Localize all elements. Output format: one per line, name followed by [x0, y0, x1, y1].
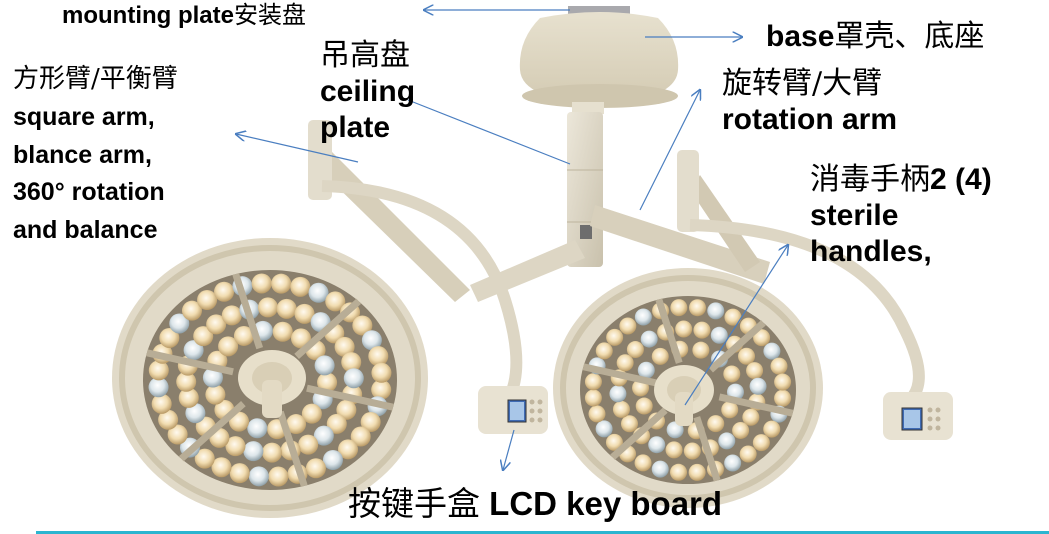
lcd-keyboard-right — [883, 392, 953, 440]
label-cn: 旋转臂/大臂 — [722, 66, 883, 101]
label-en-line: handles, — [810, 235, 932, 268]
arrow-rotation-arm — [639, 90, 700, 211]
label-cn: 按键手盒 — [348, 484, 480, 523]
label-ceiling-plate: 吊高盘 ceiling plate — [320, 38, 415, 146]
label-cn: 方形臂/平衡臂 — [13, 64, 178, 94]
label-en: mounting plate — [62, 2, 234, 29]
left-light-head — [112, 238, 428, 518]
label-base: base罩壳、底座 — [766, 20, 984, 54]
label-en-line: 360° rotation — [13, 178, 165, 206]
right-light-head — [553, 268, 823, 508]
arrow-ceiling-plate — [407, 99, 571, 165]
label-rotation-arm: 旋转臂/大臂 rotation arm — [722, 66, 897, 138]
bottom-divider — [36, 531, 1049, 534]
left-balance-arm — [308, 120, 523, 415]
ceiling-mount — [519, 6, 679, 267]
annotation-arrows — [236, 10, 788, 470]
arrow-square-arm — [236, 134, 359, 163]
label-cn: 消毒手柄 — [810, 162, 930, 197]
label-en-line: and balance — [13, 215, 158, 244]
label-en-line: square arm, — [13, 103, 155, 131]
label-en-line: blance arm, — [13, 140, 152, 169]
label-square-arm: 方形臂/平衡臂 square arm, blance arm, 360° rot… — [13, 60, 178, 249]
label-lcd-keyboard: 按键手盒 LCD key board — [348, 484, 723, 523]
arrow-sterile-handle — [684, 245, 788, 406]
label-mounting-plate: mounting plate安装盘 — [62, 2, 306, 30]
label-en: rotation arm — [722, 103, 898, 136]
label-en: LCD key board — [489, 485, 723, 522]
label-cn: 安装盘 — [233, 1, 306, 29]
arrow-lcd-keyboard — [503, 429, 515, 470]
label-en: base — [766, 20, 835, 53]
label-en-line: sterile — [810, 199, 899, 232]
label-en-line: plate — [320, 111, 391, 144]
lcd-keyboard-left — [478, 386, 548, 434]
label-cn: 罩壳、底座 — [834, 19, 985, 54]
label-sterile-handles: 消毒手柄2 (4) sterile handles, — [810, 162, 992, 270]
label-en-line: ceiling — [320, 75, 416, 108]
label-count: 2 (4) — [930, 163, 992, 196]
label-cn: 吊高盘 — [320, 38, 410, 73]
right-balance-arm — [677, 150, 925, 405]
